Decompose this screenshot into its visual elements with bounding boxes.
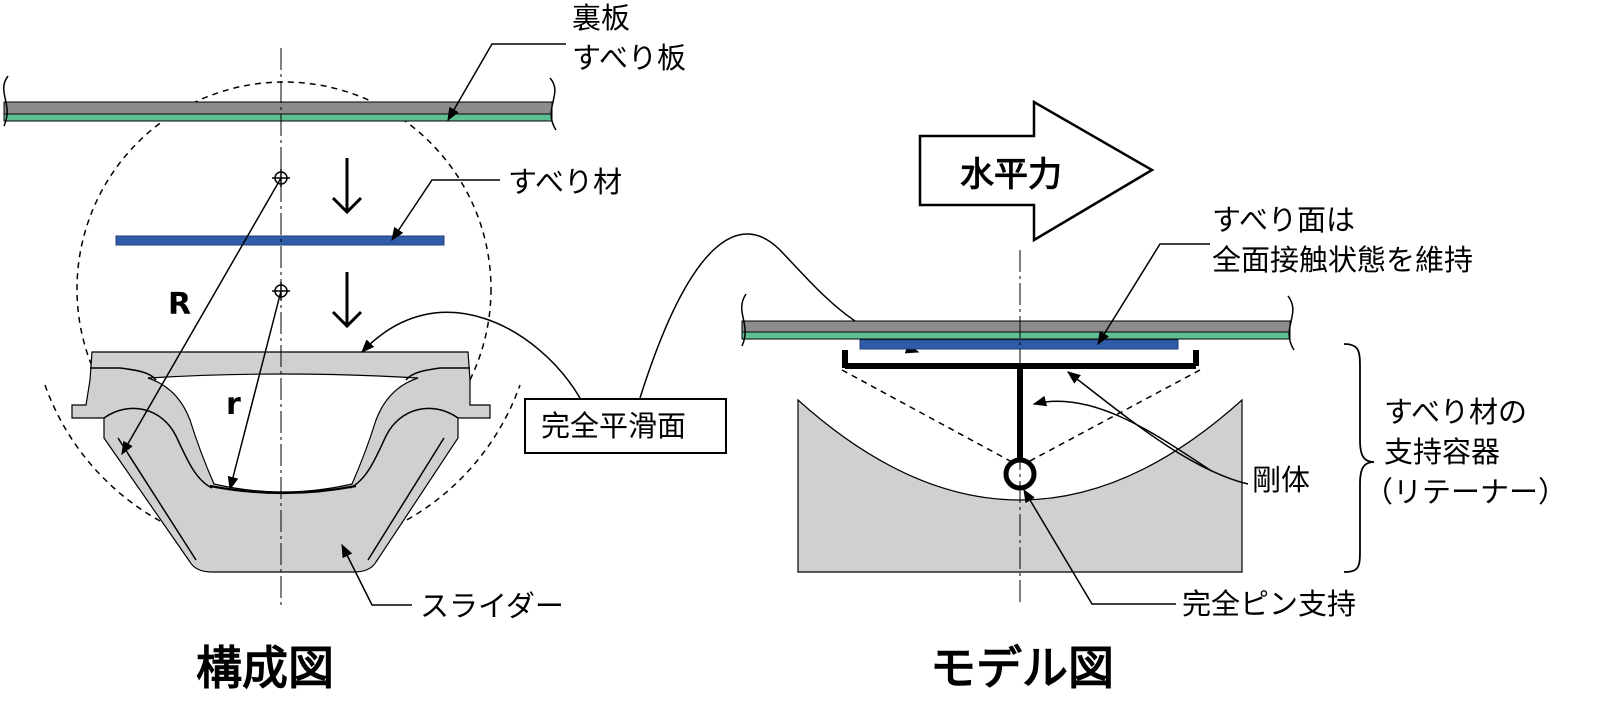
leader-smooth-to-slider <box>361 311 581 399</box>
leader-slider <box>341 543 412 606</box>
leader-smooth-to-model <box>639 233 920 399</box>
slider-flange-right <box>349 407 459 489</box>
label-container-line2: 支持容器 <box>1384 435 1500 469</box>
label-r: r <box>226 387 241 422</box>
large-radius-circle <box>76 81 492 497</box>
down-arrow-icon <box>331 158 363 215</box>
model-plate-break-right <box>1287 295 1295 351</box>
model-plate-break-left <box>741 293 747 347</box>
retainer-brace <box>1343 343 1375 573</box>
slider-inner-line-right <box>367 437 445 561</box>
plate-break-right <box>549 77 557 131</box>
label-R: R <box>168 287 191 322</box>
leader-pin-support <box>1023 488 1176 605</box>
slider-rim-left <box>90 367 157 381</box>
label-contact-line2: 全面接触状態を維持 <box>1212 243 1473 277</box>
slider-pocket <box>147 373 419 493</box>
label-smooth-surface: 完全平滑面 <box>541 409 686 443</box>
slider-inner-line-left <box>117 437 197 561</box>
label-container-line1: すべり材の <box>1384 395 1527 429</box>
retainer-body <box>797 398 1243 573</box>
backplate <box>3 101 553 115</box>
rigid-link-left <box>841 369 1013 463</box>
label-pin-support: 完全ピン支持 <box>1182 587 1356 621</box>
slide-material <box>115 235 445 246</box>
leader-slide-material <box>391 179 500 242</box>
radius-R-arrow <box>121 177 282 456</box>
radius-r-arrow <box>227 290 282 491</box>
caption-composition: 構成図 <box>196 641 334 695</box>
label-contact-line1: すべり面は <box>1212 203 1355 237</box>
model-slide-plate <box>741 331 1291 340</box>
slide-plate <box>3 113 553 122</box>
horizontal-force-arrow-icon <box>918 99 1155 243</box>
leader-slide-plate <box>447 43 566 122</box>
label-rigid-body: 剛体 <box>1252 463 1310 497</box>
label-container-line3: （リテーナー） <box>1364 475 1567 509</box>
model-backplate <box>741 320 1291 333</box>
down-arrow-icon <box>331 272 363 329</box>
label-slide-material: すべり材 <box>508 165 622 199</box>
label-slide-plate: すべり板 <box>572 41 686 75</box>
composition-diagram: 裏板 すべり板 すべり材 R r スライダー 構成図 <box>3 1 686 695</box>
caption-model: モデル図 <box>930 641 1114 695</box>
smooth-surface-callout: 完全平滑面 <box>361 233 920 454</box>
leader-rigid-body <box>1066 371 1249 485</box>
label-backplate: 裏板 <box>572 1 630 35</box>
slider-rim-right <box>405 367 470 381</box>
leader-rigid-body-rotation <box>1032 395 1211 471</box>
model-slide-material <box>859 339 1179 350</box>
model-diagram: 水平力 すべり面は 全面接触状態を維持 すべり材の 支持容器 （リテーナー） <box>741 99 1567 695</box>
plate-break-left <box>3 75 9 127</box>
smooth-surface-box <box>524 398 727 454</box>
label-horizontal-force: 水平力 <box>960 155 1062 195</box>
label-slider: スライダー <box>420 589 564 623</box>
rigid-link-right <box>1027 369 1201 463</box>
concave-surface <box>209 484 357 495</box>
leader-contact <box>1097 243 1210 346</box>
slider-flange-left <box>103 407 213 489</box>
